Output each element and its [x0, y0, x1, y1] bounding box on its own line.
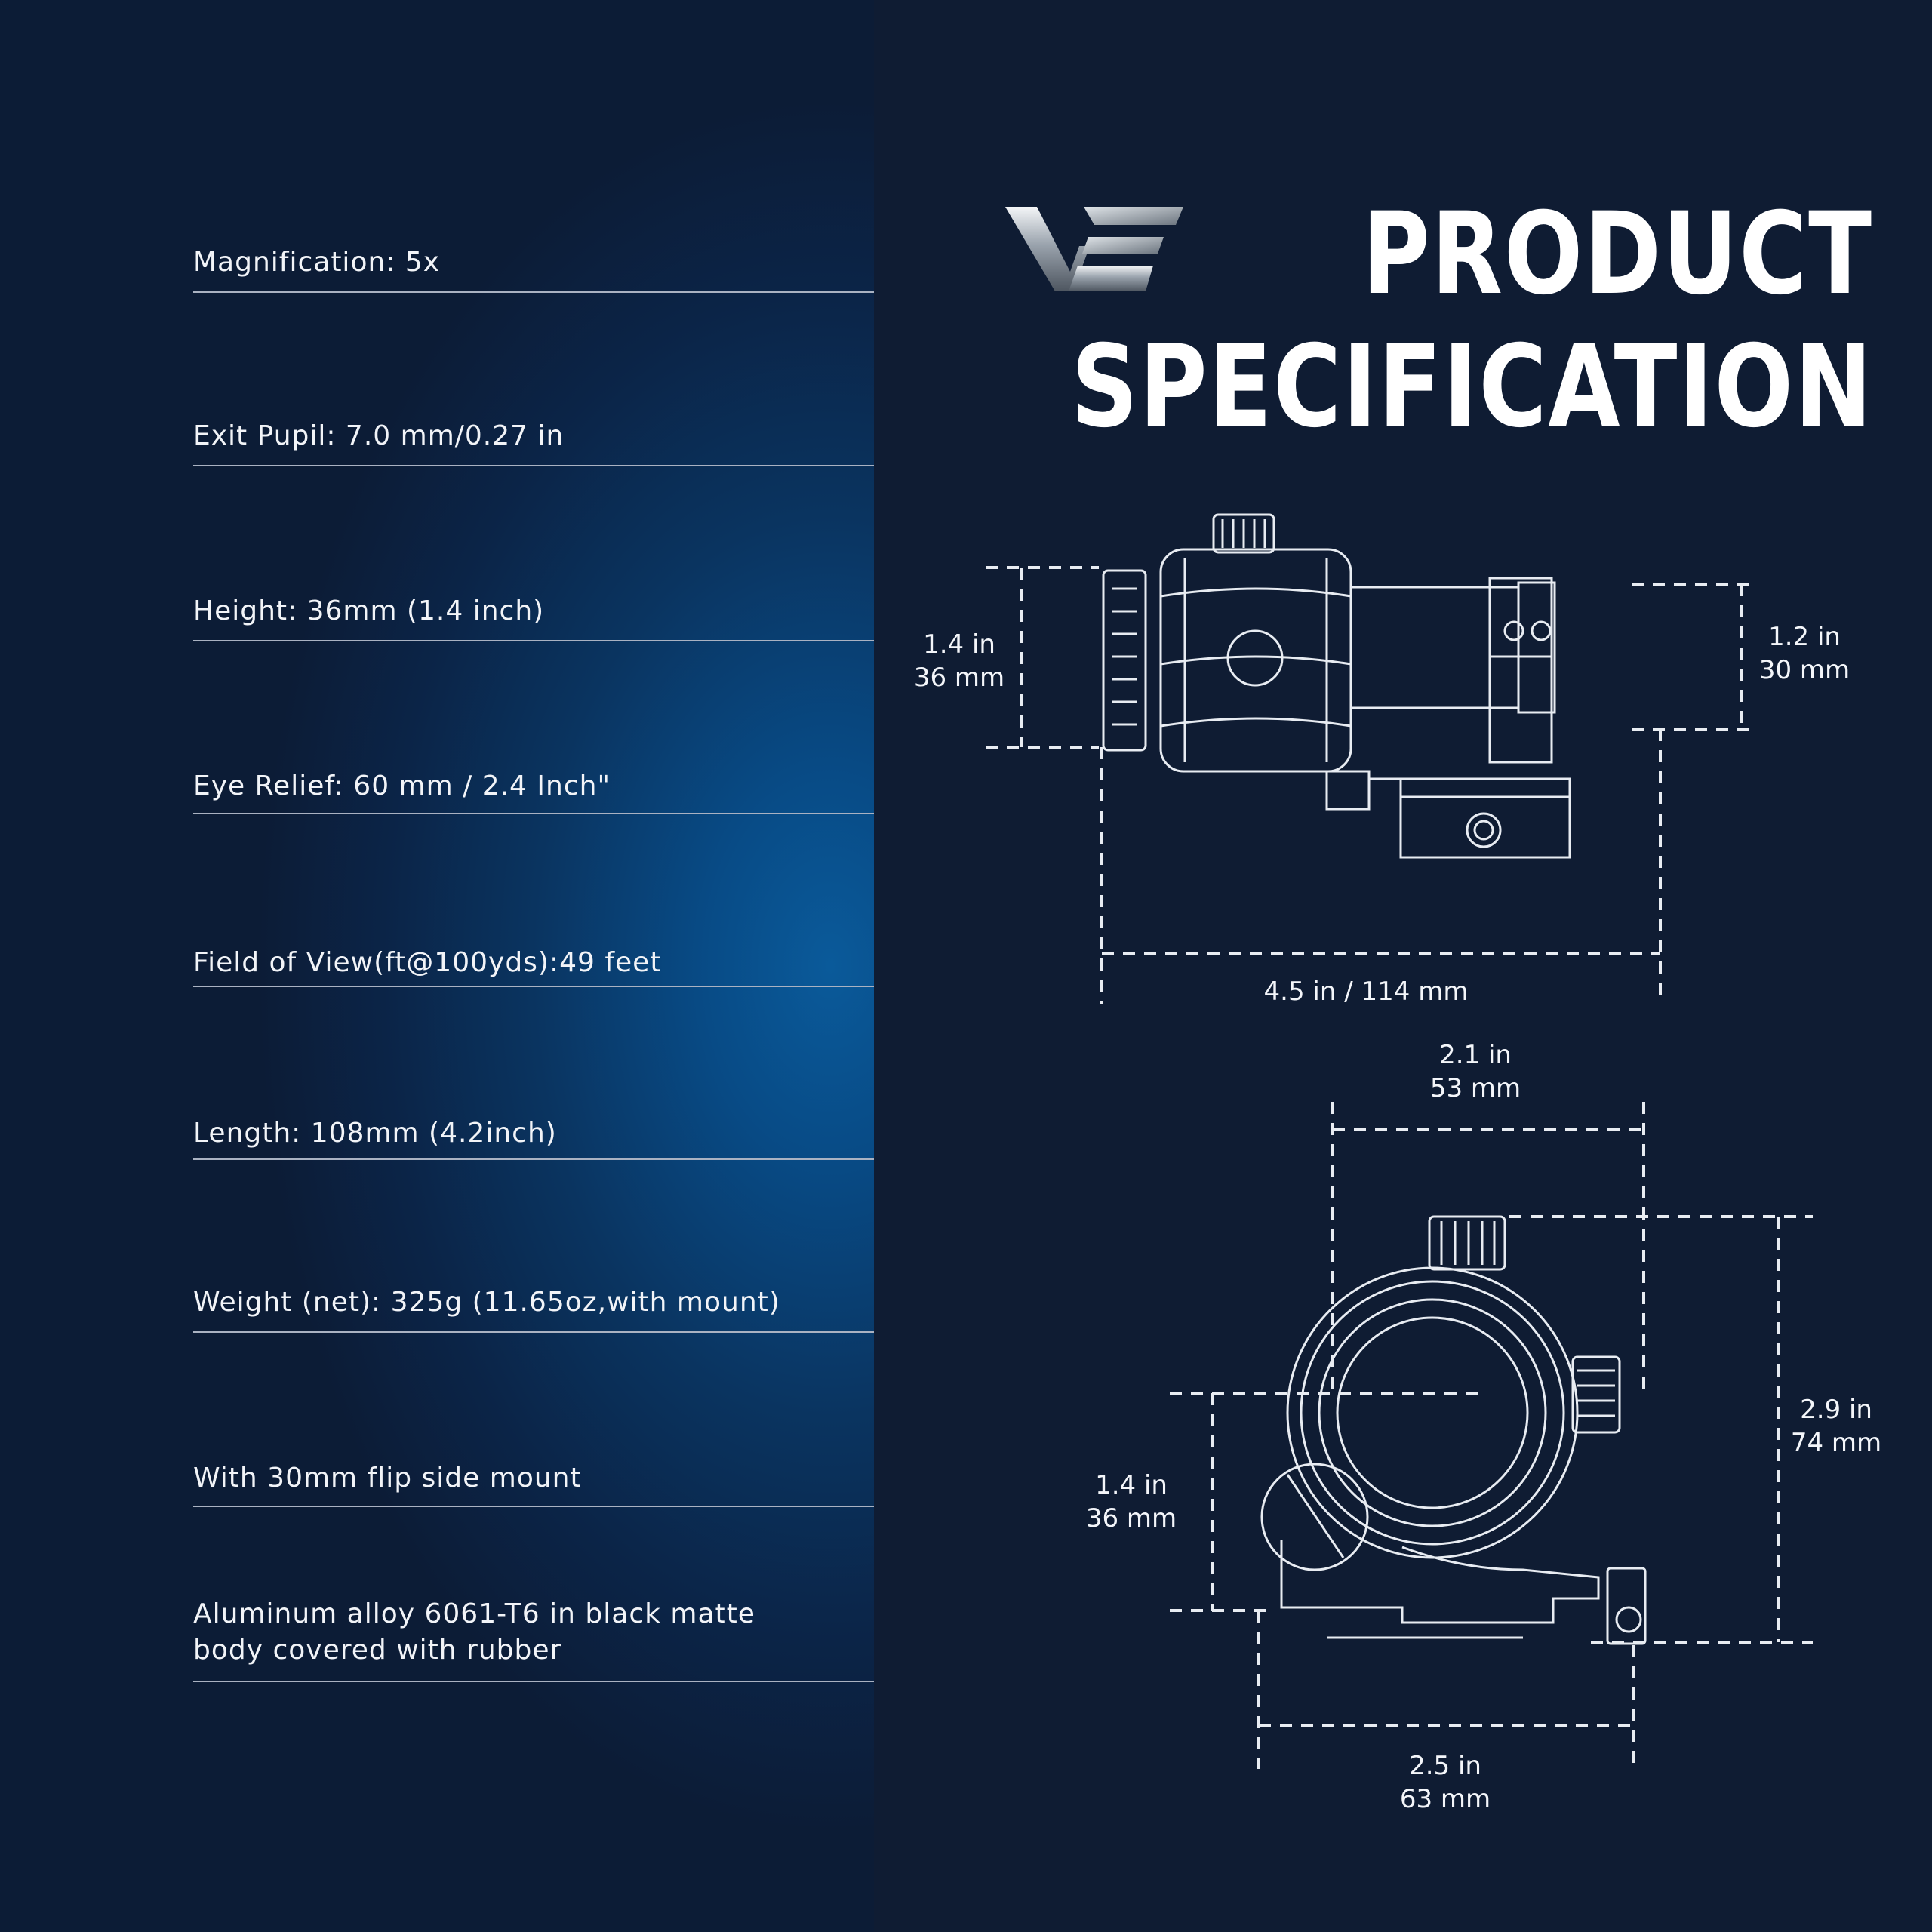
technical-drawing [986, 513, 1813, 1769]
dim-front-center: 1.4 in 36 mm [1085, 1470, 1177, 1534]
title-line-1: PRODUCT [1361, 189, 1873, 320]
side-view-scope-icon [1102, 513, 1571, 859]
ve-logo-icon [1005, 207, 1183, 291]
spec-exit-pupil: Exit Pupil: 7.0 mm/0.27 in [193, 418, 874, 466]
dim-side-length: 4.5 in / 114 mm [1263, 977, 1469, 1007]
front-view-scope-icon [1260, 1215, 1647, 1645]
dim-side-height: 1.4 in 36 mm [913, 629, 1005, 693]
dim-front-base: 2.5 in 63 mm [1399, 1751, 1491, 1814]
spec-field-of-view: Field of View(ft@100yds):49 feet [193, 945, 874, 987]
dim-front-width: 2.1 in 53 mm [1429, 1040, 1521, 1103]
spec-height: Height: 36mm (1.4 inch) [193, 593, 874, 641]
dim-side-tube: 1.2 in 30 mm [1758, 622, 1850, 685]
left-spec-panel: Magnification: 5x Exit Pupil: 7.0 mm/0.2… [0, 0, 874, 1932]
spec-magnification: Magnification: 5x [193, 245, 874, 293]
title-line-2: SPECIFICATION [1071, 321, 1873, 453]
spec-length: Length: 108mm (4.2inch) [193, 1115, 874, 1160]
spec-eye-relief: Eye Relief: 60 mm / 2.4 Inch" [193, 768, 874, 814]
dim-front-height: 2.9 in 74 mm [1790, 1395, 1882, 1458]
spec-mount: With 30mm flip side mount [193, 1460, 874, 1507]
spec-material: Aluminum alloy 6061-T6 in black matte bo… [193, 1596, 874, 1682]
spec-weight: Weight (net): 325g (11.65oz,with mount) [193, 1284, 874, 1333]
